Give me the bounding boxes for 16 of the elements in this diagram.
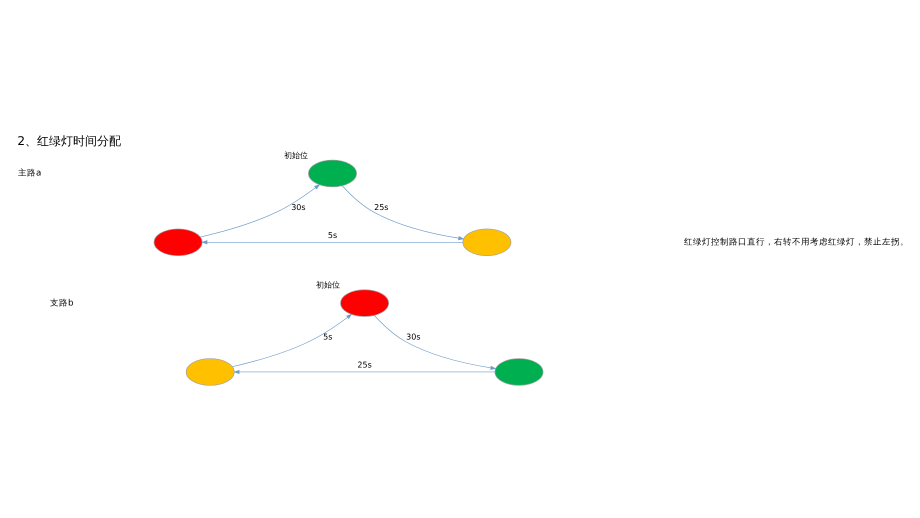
arrow	[342, 185, 464, 240]
arrow	[374, 315, 496, 370]
arrow	[232, 314, 352, 368]
arrow	[201, 240, 464, 244]
node-ellipse	[186, 358, 235, 386]
diagram-title: 2、红绿灯时间分配	[17, 134, 121, 148]
label: 主路a	[18, 168, 42, 179]
node-ellipse	[308, 160, 357, 188]
arrow	[200, 184, 320, 238]
node-ellipse	[340, 289, 389, 317]
label: 支路b	[50, 298, 74, 308]
arrow	[233, 370, 496, 374]
node-ellipse	[494, 358, 544, 386]
node-ellipse	[154, 228, 202, 256]
label: 红绿灯控制路口直行，右转不用考虑红绿灯，禁止左拐。	[684, 238, 909, 248]
node-ellipse	[462, 228, 512, 256]
